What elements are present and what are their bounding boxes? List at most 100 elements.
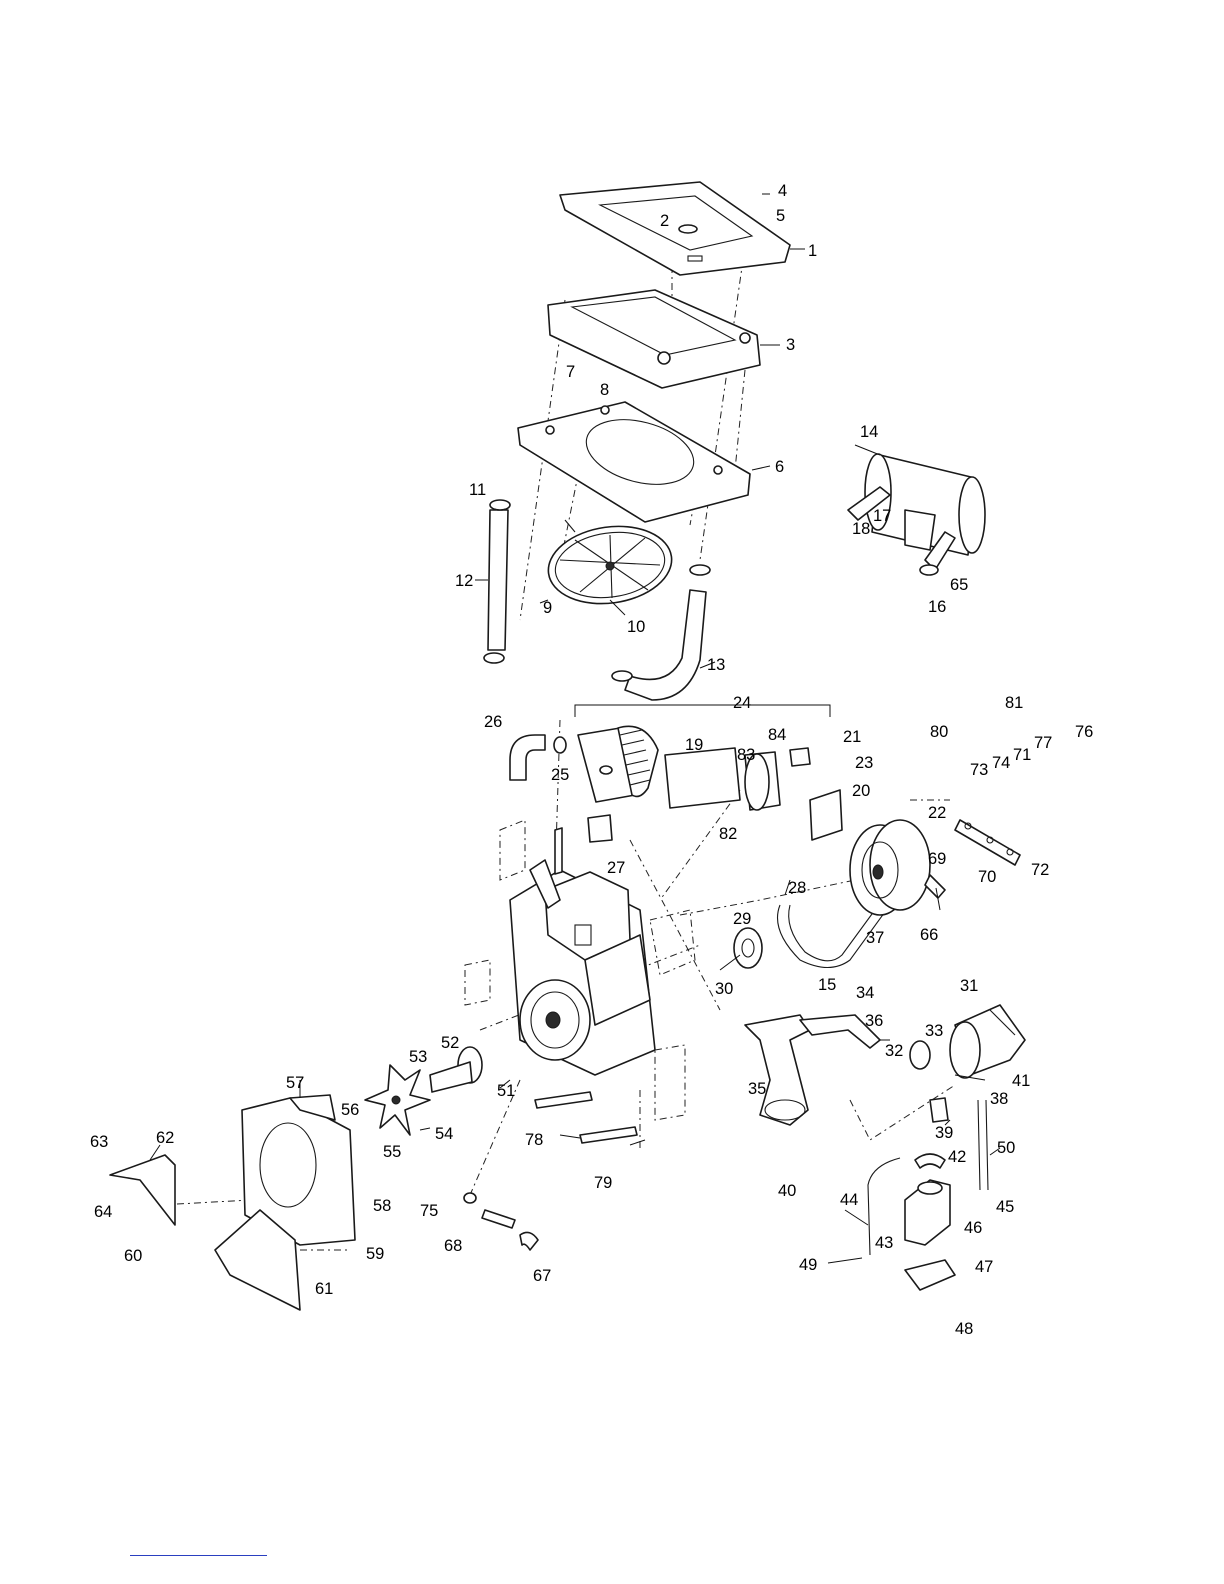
callout-6: 6 [775,458,784,476]
callout-41: 41 [1012,1072,1030,1090]
callout-57: 57 [286,1074,304,1092]
callout-14: 14 [860,423,878,441]
callout-46: 46 [964,1219,982,1237]
callout-47: 47 [975,1258,993,1276]
callout-81: 81 [1005,694,1023,712]
callout-77: 77 [1034,734,1052,752]
callout-15: 15 [818,976,836,994]
callout-19: 19 [685,736,703,754]
callout-54: 54 [435,1125,453,1143]
callout-32: 32 [885,1042,903,1060]
callout-37: 37 [866,929,884,947]
callout-72: 72 [1031,861,1049,879]
callout-84: 84 [768,726,786,744]
callout-3: 3 [786,336,795,354]
callout-2: 2 [660,212,669,230]
shaft-68 [482,1210,515,1228]
elbow-67 [520,1232,538,1250]
hose-13 [625,590,706,700]
callout-63: 63 [90,1133,108,1151]
callout-80: 80 [930,723,948,741]
callout-68: 68 [444,1237,462,1255]
hub-51 [430,1047,482,1092]
callout-20: 20 [852,782,870,800]
callout-58: 58 [373,1197,391,1215]
callout-70: 70 [978,868,996,886]
callout-61: 61 [315,1280,333,1298]
pulley-29 [734,928,762,968]
pump-31 [950,1005,1025,1078]
callout-16: 16 [928,598,946,616]
mounting-plate-6 [518,402,750,522]
pulley-32 [910,1041,930,1069]
muffler-14 [848,454,985,575]
callout-49: 49 [799,1256,817,1274]
callout-76: 76 [1075,723,1093,741]
callout-53: 53 [409,1048,427,1066]
callout-22: 22 [928,804,946,822]
top-cover-plate-1 [560,182,790,275]
callout-36: 36 [865,1012,883,1030]
callout-31: 31 [960,977,978,995]
callout-34: 34 [856,984,874,1002]
callout-51: 51 [497,1082,515,1100]
callout-4: 4 [778,182,787,200]
callout-67: 67 [533,1267,551,1285]
callout-48: 48 [955,1320,973,1338]
callout-44: 44 [840,1191,858,1209]
hose-12 [488,510,508,650]
callout-21: 21 [843,728,861,746]
callout-29: 29 [733,910,751,928]
callout-52: 52 [441,1034,459,1052]
washer-75 [464,1193,476,1203]
callout-73: 73 [970,761,988,779]
callout-24: 24 [733,694,751,712]
callout-74: 74 [992,754,1010,772]
callout-11: 11 [469,481,486,499]
callout-26: 26 [484,713,502,731]
callout-39: 39 [935,1124,953,1142]
callout-18: 18 [852,520,870,538]
callout-13: 13 [707,656,725,674]
callout-78: 78 [525,1131,543,1149]
callout-55: 55 [383,1143,401,1161]
callout-33: 33 [925,1022,943,1040]
callout-43: 43 [875,1234,893,1252]
strip-78 [535,1092,637,1143]
engine [510,828,655,1075]
link-plate-72 [955,820,1020,865]
callout-35: 35 [748,1080,766,1098]
callout-17: 17 [873,507,891,525]
callout-40: 40 [778,1182,796,1200]
frame-3 [548,290,760,388]
callout-9: 9 [543,599,552,617]
callout-42: 42 [948,1148,966,1166]
callout-28: 28 [788,879,806,897]
bracket-47 [905,1260,955,1290]
callout-60: 60 [124,1247,142,1265]
guard-62 [110,1155,175,1225]
callout-5: 5 [776,207,785,225]
callout-1: 1 [808,242,817,260]
callout-83: 83 [737,746,755,764]
callout-10: 10 [627,618,645,636]
callout-50: 50 [997,1139,1015,1157]
callout-66: 66 [920,926,938,944]
callout-30: 30 [715,980,733,998]
callout-45: 45 [996,1198,1014,1216]
callout-23: 23 [855,754,873,772]
footer-rule [130,1555,267,1556]
callout-71: 71 [1013,746,1031,764]
spacer-39 [930,1098,948,1122]
callout-12: 12 [455,572,473,590]
callout-25: 25 [551,766,569,784]
callout-7: 7 [566,363,575,381]
callout-69: 69 [928,850,946,868]
reservoir-43 [905,1154,950,1245]
callout-75: 75 [420,1202,438,1220]
callout-38: 38 [990,1090,1008,1108]
callout-56: 56 [341,1101,359,1119]
callout-27: 27 [607,859,625,877]
callout-8: 8 [600,381,609,399]
